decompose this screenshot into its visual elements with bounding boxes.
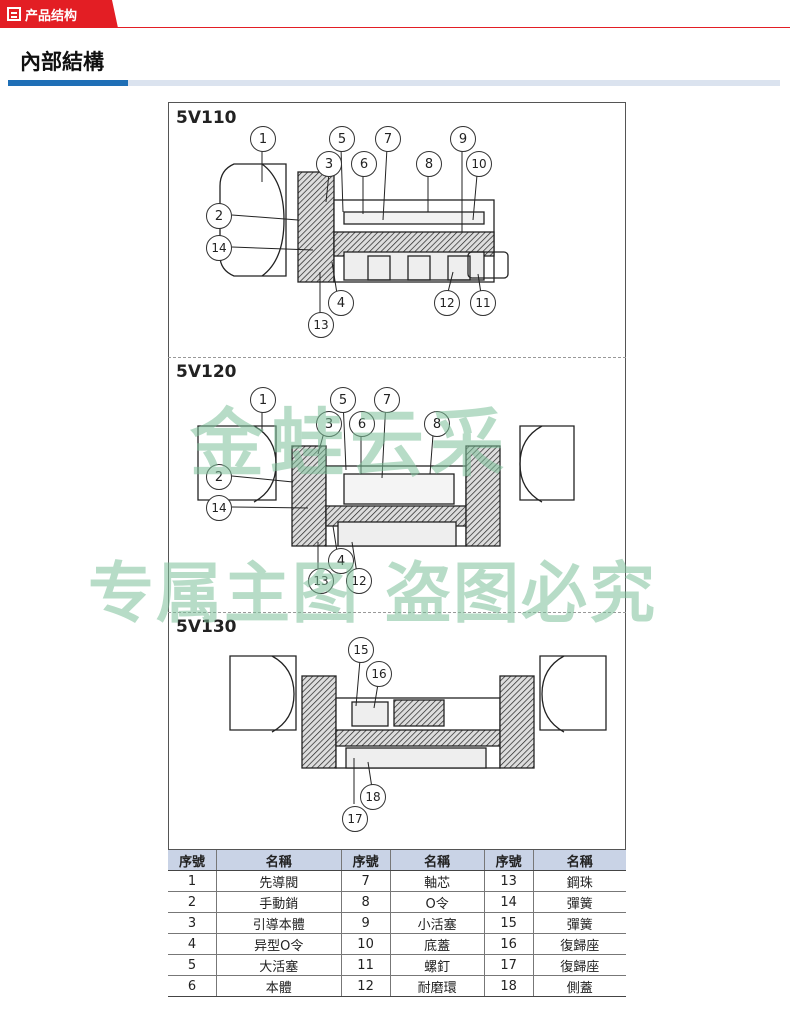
table-cell: 14	[483, 891, 534, 913]
column-header: 名稱	[390, 850, 485, 871]
table-cell: 2	[168, 891, 217, 913]
parts-table: 序號 名稱 序號 名稱 序號 名稱 1 先導閥 7 軸芯 13 鋼珠 2 手動銷…	[168, 850, 626, 997]
callout-17: 17	[342, 806, 368, 832]
table-cell: 异型O令	[216, 933, 342, 955]
diagram-5v120	[197, 425, 575, 547]
table-cell: 手動銷	[216, 891, 342, 913]
table-cell: 18	[483, 975, 534, 997]
callout-11: 11	[470, 290, 496, 316]
top-divider	[0, 27, 790, 28]
callout-14: 14	[206, 495, 232, 521]
table-cell: 8	[340, 891, 391, 913]
callout-5: 5	[329, 126, 355, 152]
table-row: 6 本體 12 耐磨環 18 側蓋	[168, 975, 626, 997]
table-cell: 10	[340, 933, 391, 955]
table-cell: O令	[390, 891, 485, 913]
table-cell: 大活塞	[216, 954, 342, 976]
callouts-5v130	[353, 659, 379, 804]
document-icon	[7, 7, 21, 21]
table-cell: 1	[168, 870, 217, 892]
section-title: 內部結構	[20, 50, 104, 74]
diagram-5v130	[229, 655, 607, 769]
table-cell: 12	[340, 975, 391, 997]
table-cell: 13	[483, 870, 534, 892]
callout-4: 4	[328, 290, 354, 316]
column-header: 序號	[483, 850, 534, 871]
table-cell: 17	[483, 954, 534, 976]
table-row: 1 先導閥 7 軸芯 13 鋼珠	[168, 870, 626, 892]
column-header: 名稱	[533, 850, 626, 871]
model-label-5v120: 5V120	[176, 362, 237, 382]
table-cell: 小活塞	[390, 912, 485, 934]
watermark-notice: 专属主图 盗图必究	[88, 555, 657, 632]
table-cell: 6	[168, 975, 217, 997]
table-cell: 15	[483, 912, 534, 934]
callout-9: 9	[450, 126, 476, 152]
table-row: 5 大活塞 11 螺釘 17 復歸座	[168, 954, 626, 976]
table-row: 3 引導本體 9 小活塞 15 彈簧	[168, 912, 626, 934]
callout-3: 3	[316, 151, 342, 177]
section-divider	[168, 357, 626, 358]
table-cell: 耐磨環	[390, 975, 485, 997]
diagram-5v110	[219, 163, 509, 283]
callout-2: 2	[206, 203, 232, 229]
table-cell: 11	[340, 954, 391, 976]
table-cell: 3	[168, 912, 217, 934]
section-divider	[168, 612, 626, 613]
column-header: 名稱	[216, 850, 342, 871]
callout-1: 1	[250, 387, 276, 413]
column-header: 序號	[340, 850, 391, 871]
table-cell: 復歸座	[533, 954, 626, 976]
column-header: 序號	[168, 850, 217, 871]
title-underline-accent	[8, 80, 128, 86]
callout-8: 8	[424, 411, 450, 437]
callout-15: 15	[348, 637, 374, 663]
table-cell: 引導本體	[216, 912, 342, 934]
model-label-5v130: 5V130	[176, 617, 237, 637]
callout-12: 12	[434, 290, 460, 316]
callout-2: 2	[206, 464, 232, 490]
callout-7: 7	[374, 387, 400, 413]
table-cell: 7	[340, 870, 391, 892]
callout-1: 1	[250, 126, 276, 152]
diagram-frame	[168, 102, 626, 850]
callout-5: 5	[330, 387, 356, 413]
table-header-row: 序號 名稱 序號 名稱 序號 名稱	[168, 850, 626, 871]
callout-13: 13	[308, 568, 334, 594]
table-cell: 16	[483, 933, 534, 955]
table-cell: 鋼珠	[533, 870, 626, 892]
callout-14: 14	[206, 235, 232, 261]
callout-12: 12	[346, 568, 372, 594]
table-cell: 側蓋	[533, 975, 626, 997]
callout-18: 18	[360, 784, 386, 810]
table-cell: 螺釘	[390, 954, 485, 976]
table-row: 4 异型O令 10 底蓋 16 復歸座	[168, 933, 626, 955]
callout-13: 13	[308, 312, 334, 338]
table-cell: 彈簧	[533, 912, 626, 934]
callout-8: 8	[416, 151, 442, 177]
product-structure-tag: 产品结构	[0, 0, 118, 28]
callout-6: 6	[349, 411, 375, 437]
callout-7: 7	[375, 126, 401, 152]
callout-3: 3	[316, 411, 342, 437]
table-cell: 5	[168, 954, 217, 976]
table-cell: 復歸座	[533, 933, 626, 955]
tag-label: 产品结构	[25, 8, 78, 24]
callout-10: 10	[466, 151, 492, 177]
table-cell: 4	[168, 933, 217, 955]
callout-4: 4	[328, 548, 354, 574]
title-underline	[8, 80, 780, 86]
callout-16: 16	[366, 661, 392, 687]
callout-6: 6	[351, 151, 377, 177]
valve-diagrams	[197, 147, 607, 804]
table-cell: 先導閥	[216, 870, 342, 892]
table-cell: 9	[340, 912, 391, 934]
watermark-brand: 金蛙云采	[190, 401, 510, 487]
table-cell: 軸芯	[390, 870, 485, 892]
table-row: 2 手動銷 8 O令 14 彈簧	[168, 891, 626, 913]
table-cell: 底蓋	[390, 933, 485, 955]
table-cell: 本體	[216, 975, 342, 997]
table-cell: 彈簧	[533, 891, 626, 913]
model-label-5v110: 5V110	[176, 108, 237, 128]
